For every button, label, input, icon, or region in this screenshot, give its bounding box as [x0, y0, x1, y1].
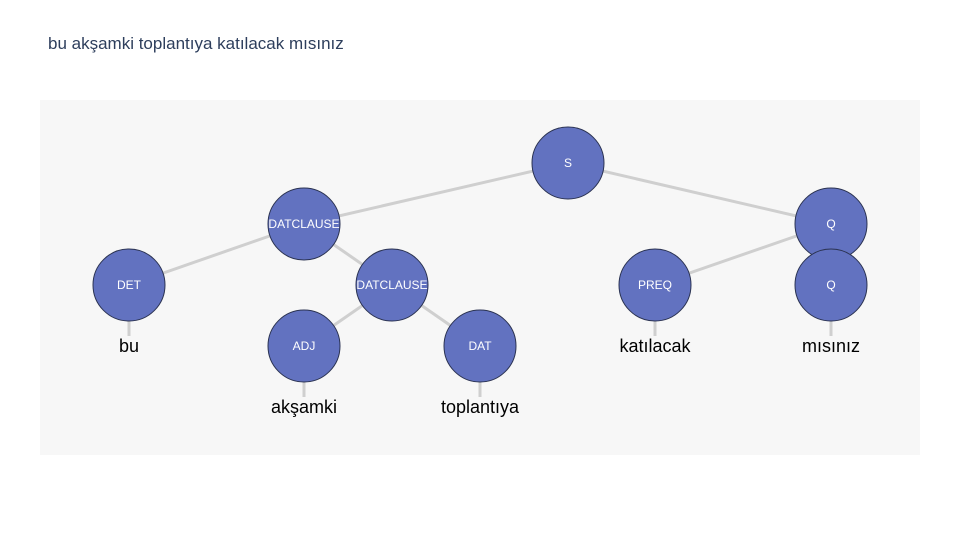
word-katilacak: katılacak: [619, 336, 691, 356]
node-circle: [92, 248, 166, 322]
parse-tree: bu akşamki toplantıya katılacak mısınız S DATC…: [92, 126, 868, 417]
node-s: S: [531, 126, 605, 200]
node-circle: [618, 248, 692, 322]
parse-tree-panel: bu akşamki toplantıya katılacak mısınız S DATC…: [40, 100, 920, 455]
node-label: DET: [117, 278, 142, 292]
word-toplantiya: toplantıya: [441, 397, 520, 417]
node-label: PREQ: [638, 278, 672, 292]
word-backdrop: [267, 397, 341, 417]
node-circle: [794, 248, 868, 322]
sentence-title: bu akşamki toplantıya katılacak mısınız: [48, 34, 344, 53]
node-det: DET: [92, 248, 166, 322]
node-label: S: [564, 156, 572, 170]
word-aksamki: akşamki: [271, 397, 337, 417]
node-dat: DAT: [443, 309, 517, 383]
node-circle: [531, 126, 605, 200]
node-circle: [443, 309, 517, 383]
word-backdrop: [115, 336, 143, 356]
tree-edge: [567, 161, 832, 226]
node-label: Q: [826, 278, 835, 292]
node-adj: ADJ: [267, 309, 341, 383]
node-circle: [355, 248, 429, 322]
node-label: Q: [826, 217, 835, 231]
node-q2: Q: [794, 248, 868, 322]
word-backdrop: [798, 336, 864, 356]
node-dc1: DATCLAUSE: [267, 187, 341, 261]
node-label: ADJ: [293, 339, 316, 353]
word-backdrop: [616, 336, 695, 356]
node-dc2: DATCLAUSE: [355, 248, 429, 322]
word-backdrop: [437, 397, 524, 417]
node-label: DAT: [468, 339, 492, 353]
word-misiniz: mısınız: [802, 336, 860, 356]
word-bu: bu: [119, 336, 139, 356]
node-preq: PREQ: [618, 248, 692, 322]
node-label: DATCLAUSE: [356, 278, 427, 292]
node-circle: [267, 309, 341, 383]
tree-edge: [303, 161, 569, 226]
node-label: DATCLAUSE: [268, 217, 339, 231]
node-circle: [267, 187, 341, 261]
